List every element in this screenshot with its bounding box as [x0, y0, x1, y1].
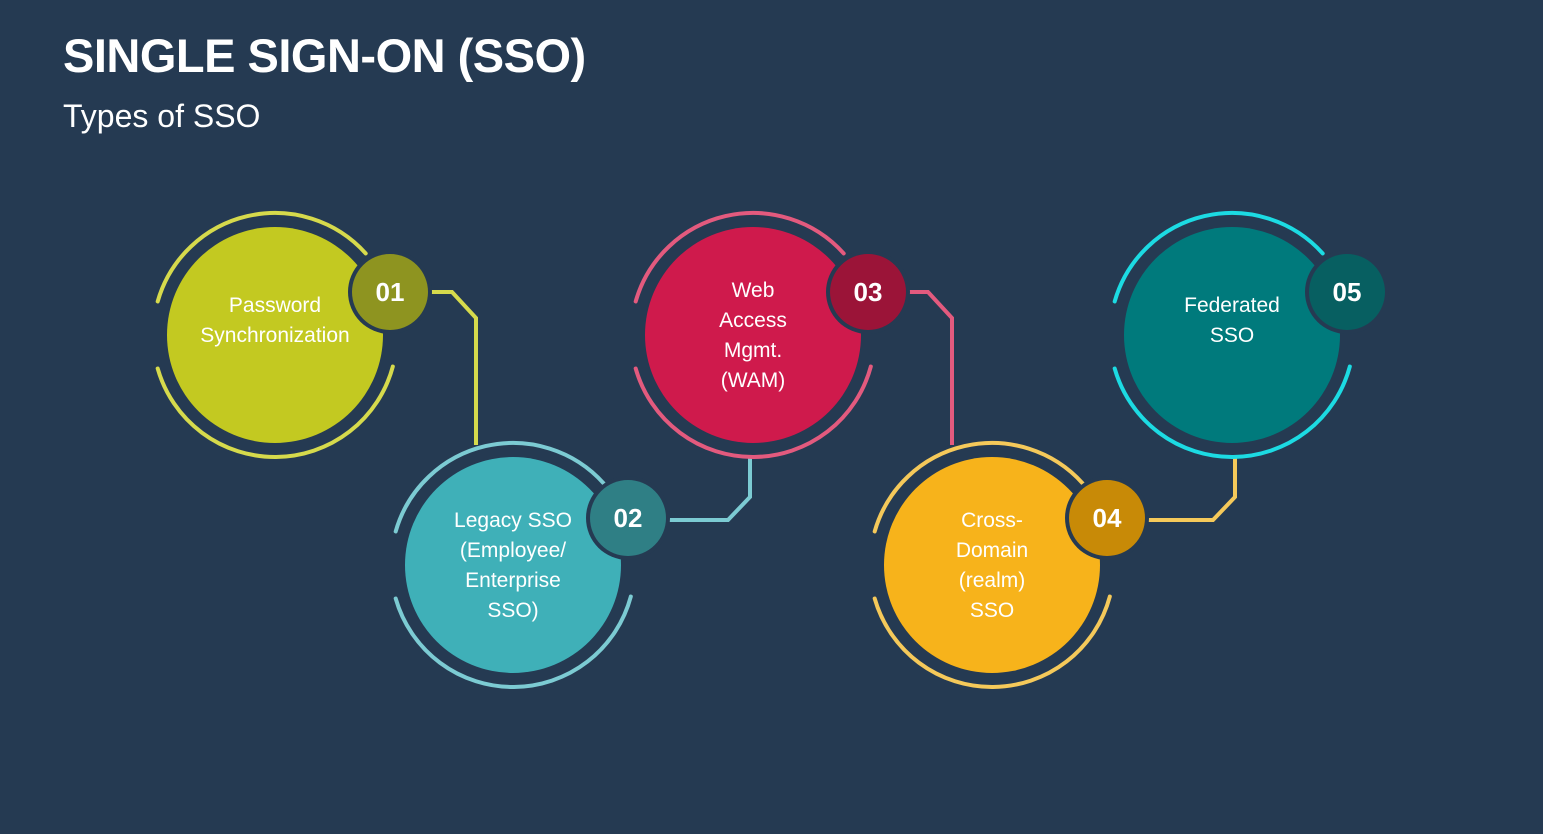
step-label-line: Web: [732, 279, 775, 302]
step-number: 04: [1093, 503, 1122, 533]
step-label-line: (WAM): [721, 369, 786, 392]
step-number-badge: [590, 480, 666, 556]
page-subtitle: Types of SSO: [63, 98, 261, 134]
step-number-badge: [830, 254, 906, 330]
step-number-badge: [352, 254, 428, 330]
step-label-line: Password: [229, 294, 321, 317]
step-label-line: Cross-: [961, 509, 1023, 532]
step-label-line: SSO): [487, 599, 538, 622]
step-label-line: Domain: [956, 539, 1028, 562]
step-label-line: Synchronization: [200, 324, 349, 347]
step-label-line: Federated: [1184, 294, 1280, 317]
ring-arc-bottom: [1112, 364, 1352, 459]
ring-arc-bottom: [393, 594, 633, 689]
connector-line-2: [668, 458, 752, 522]
ring-arc-top: [872, 441, 1085, 534]
step-number: 03: [854, 277, 883, 307]
connector-line-4: [1147, 458, 1237, 522]
ring-arc-top: [393, 441, 606, 534]
step-label-line: (Employee/: [460, 539, 566, 562]
step-number-badge: [1069, 480, 1145, 556]
step-label-line: SSO: [1210, 324, 1254, 347]
step-04: Cross- Domain (realm) SSO 04: [872, 441, 1149, 689]
step-number: 05: [1333, 277, 1362, 307]
step-label-line: Access: [719, 309, 787, 332]
step-number: 01: [376, 277, 405, 307]
step-circle: [405, 457, 621, 673]
step-number: 02: [614, 503, 643, 533]
step-label-line: SSO: [970, 599, 1014, 622]
page-title: SINGLE SIGN-ON (SSO): [63, 29, 586, 82]
ring-arc-top: [1112, 211, 1325, 304]
connector-line-3: [908, 290, 954, 445]
ring-arc-top: [155, 211, 368, 304]
step-label-line: Mgmt.: [724, 339, 782, 362]
connector-line-1: [430, 290, 478, 445]
step-label-line: Legacy SSO: [454, 509, 572, 532]
step-circle: [645, 227, 861, 443]
step-circle: [884, 457, 1100, 673]
step-circle: [1124, 227, 1340, 443]
ring-arc-bottom: [872, 594, 1112, 689]
ring-arc-bottom: [155, 364, 395, 459]
ring-arc-bottom: [633, 364, 873, 459]
step-label-line: Enterprise: [465, 569, 561, 592]
ring-arc-top: [633, 211, 846, 304]
step-circle: [167, 227, 383, 443]
step-label-line: (realm): [959, 569, 1026, 592]
step-number-badge: [1309, 254, 1385, 330]
